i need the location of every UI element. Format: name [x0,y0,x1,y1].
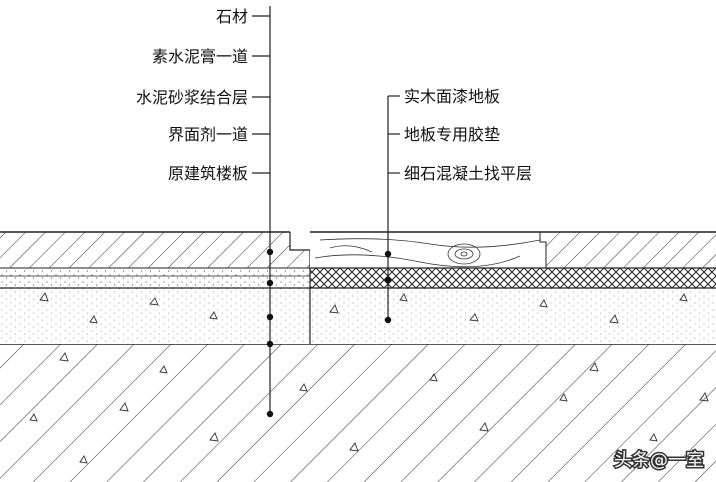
label-fine-concrete: 细石混凝土找平层 [404,164,532,183]
interface-agent-layer [0,267,310,288]
watermark: 头条@一室 [613,449,706,473]
screed-layer [0,287,716,344]
label-wood-floor: 实木面漆地板 [404,87,500,106]
right-leader-dots [384,250,392,324]
stone-layer [0,231,311,344]
label-cement-paste: 素水泥膏一道 [152,47,248,66]
label-interface-agent: 界面剂一道 [168,125,248,144]
label-stone: 石材 [216,7,248,26]
left-leader-dots [266,248,274,418]
watermark-text: 头条@一室 [614,450,704,471]
floor-pad-layer [310,267,716,289]
structural-slab-layer [0,343,716,482]
label-original-slab: 原建筑楼板 [168,164,248,183]
label-mortar-bond: 水泥砂浆结合层 [136,88,248,107]
wood-floor-layer [310,231,716,268]
aggregate-marks [29,292,709,464]
label-floor-pad: 地板专用胶垫 [404,125,500,144]
